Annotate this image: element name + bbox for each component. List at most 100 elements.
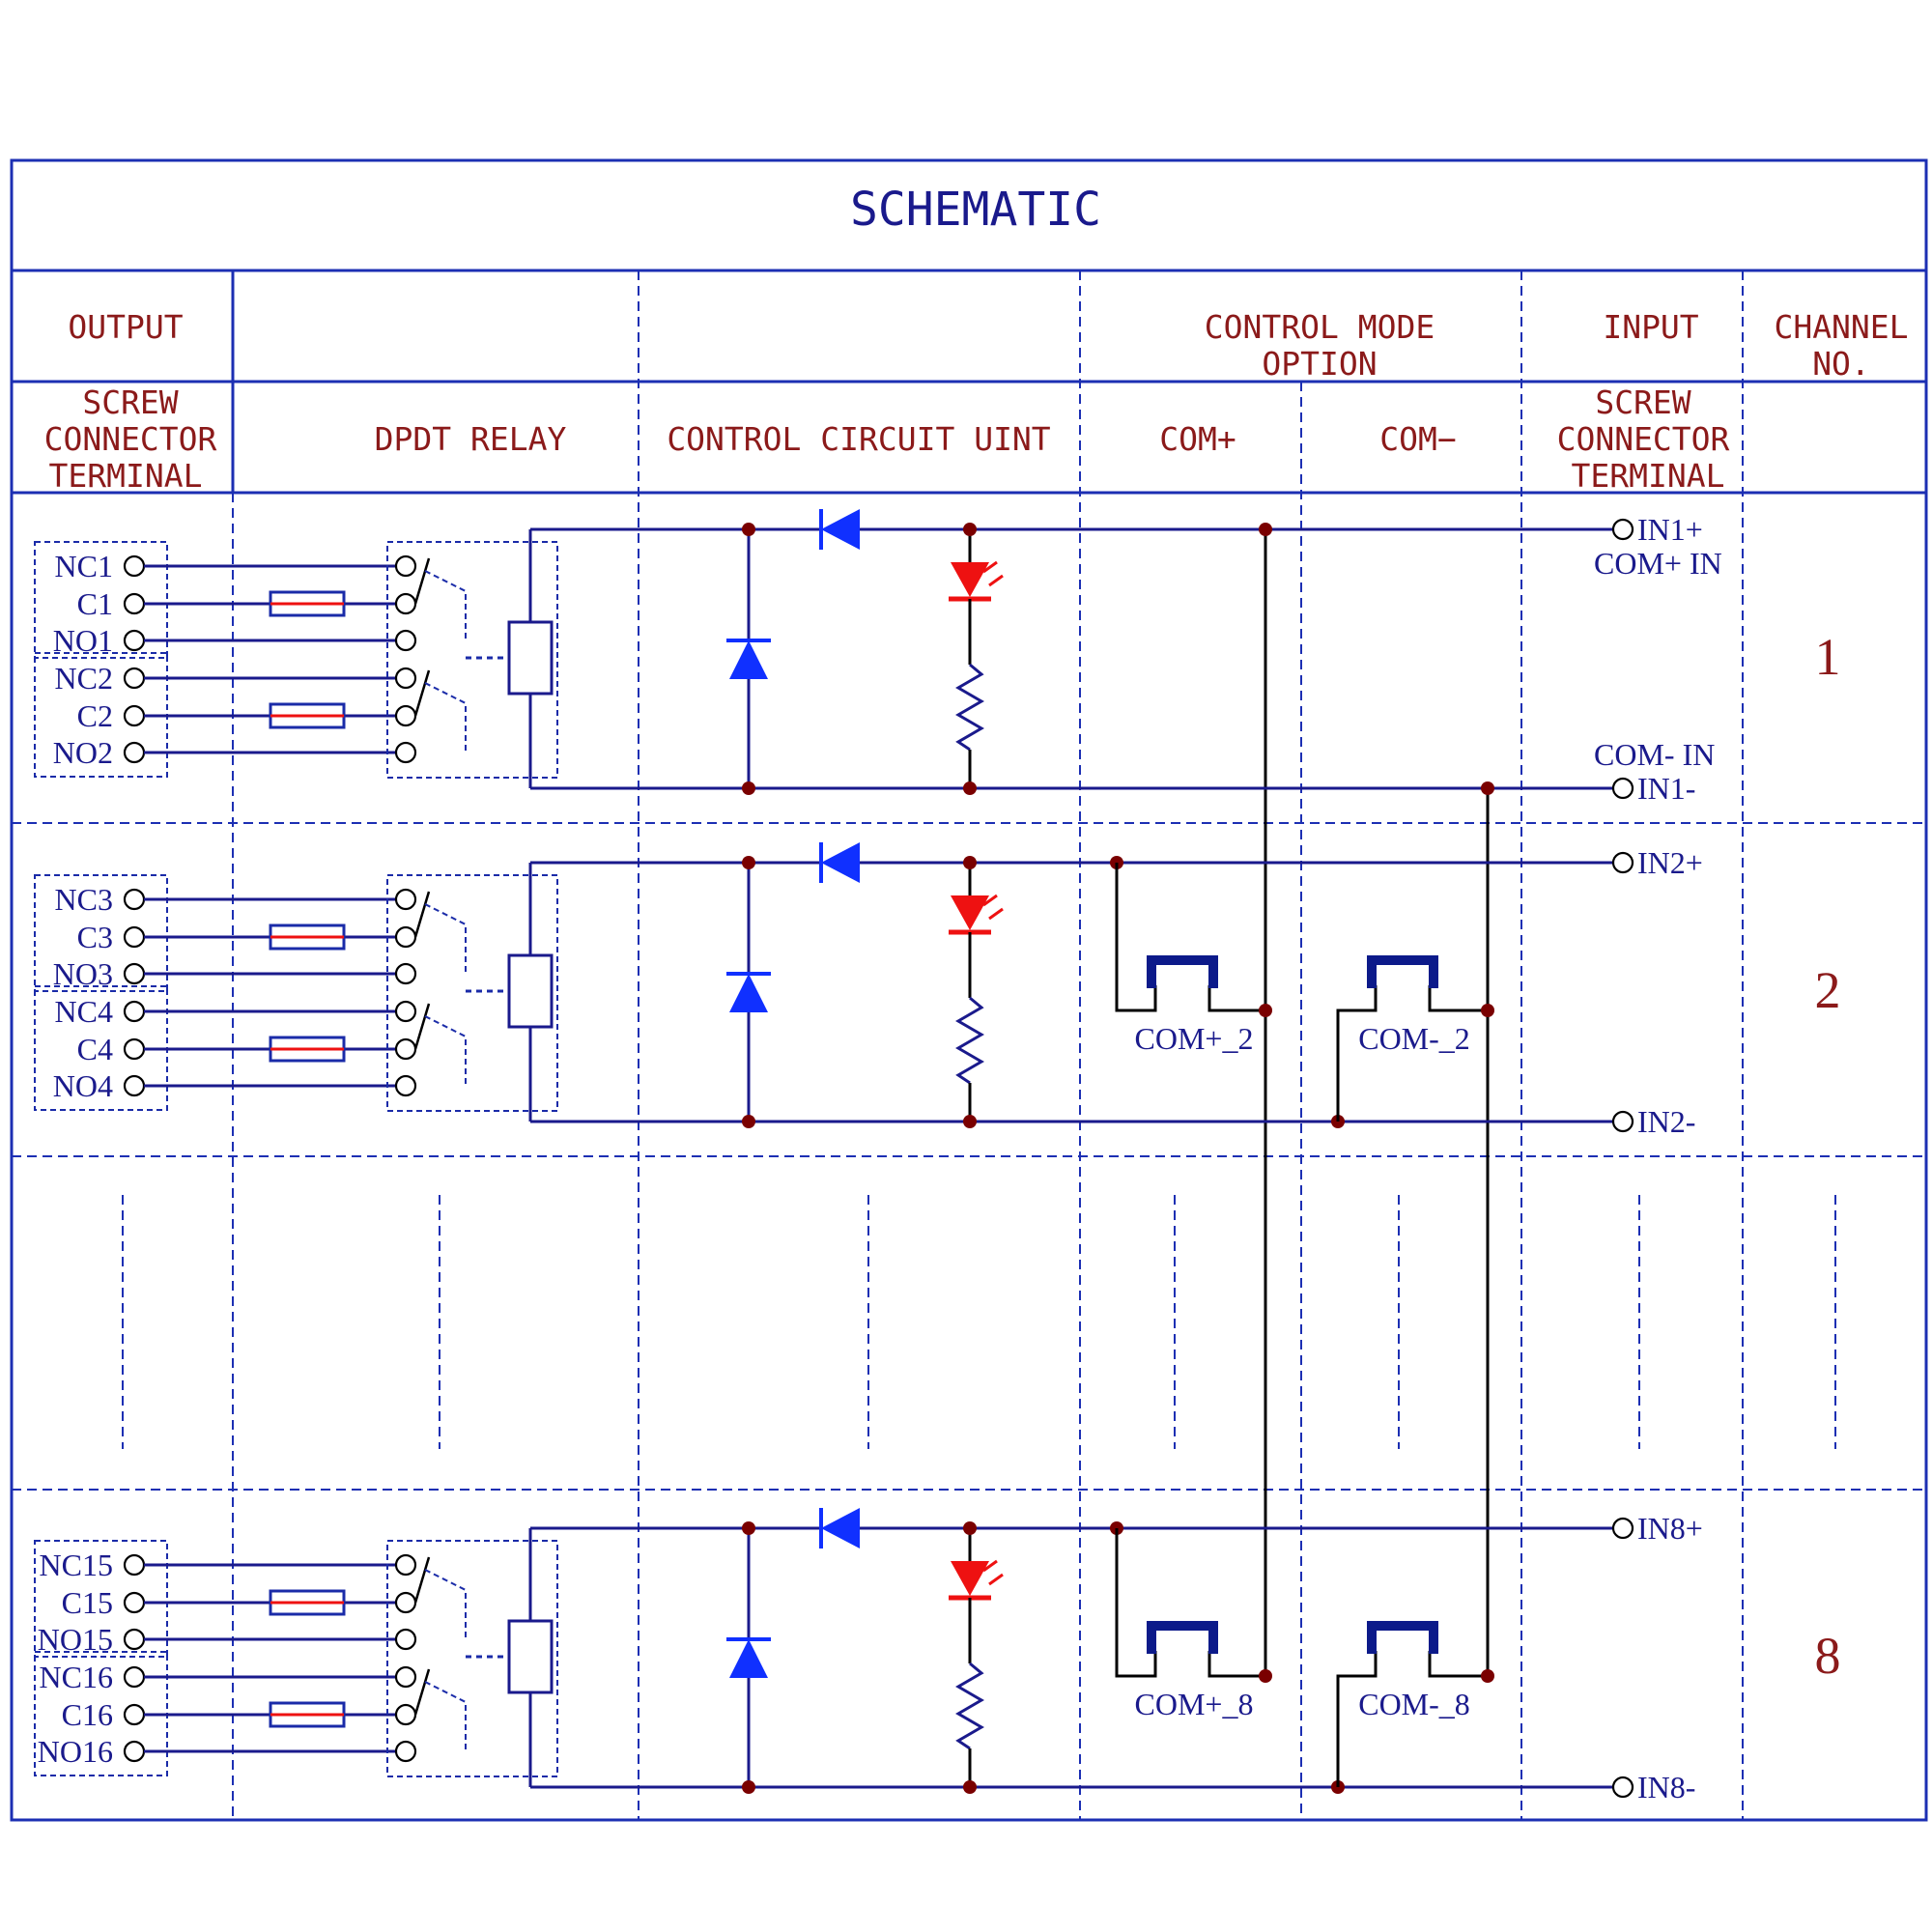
screw-terminal — [123, 962, 146, 985]
terminal-label-c1: C1 — [77, 586, 113, 621]
header-channel-2: NO. — [1812, 345, 1870, 383]
screw-terminal — [123, 667, 146, 690]
header-screw-right-1: SCREW — [1595, 384, 1690, 421]
input-terminal-minus — [1611, 1110, 1634, 1133]
input-label-plus: IN1+ — [1637, 512, 1703, 547]
relay-contact — [394, 704, 417, 727]
com-minus-jumper-wire-left — [1336, 985, 1378, 1122]
terminal-label-no2: NO2 — [53, 735, 113, 770]
header-control-mode-2: OPTION — [1262, 345, 1377, 383]
header-screw-left-1: SCREW — [82, 384, 178, 421]
input-terminal-plus — [1611, 1517, 1634, 1540]
terminal-label-no15: NO15 — [38, 1622, 113, 1657]
relay-switch-arm — [413, 557, 431, 605]
screw-terminal — [123, 1740, 146, 1763]
com-plus-jumper-wire-left — [1115, 1528, 1157, 1678]
relay-contact — [394, 962, 417, 985]
relay-contact — [394, 1740, 417, 1763]
flyback-diode-icon — [729, 640, 768, 679]
com-minus-jumper-label: COM-_8 — [1358, 1687, 1470, 1721]
channel-number: 8 — [1815, 1627, 1841, 1685]
header-channel-1: CHANNEL — [1774, 308, 1908, 346]
header-input: INPUT — [1603, 308, 1698, 346]
screw-terminal — [123, 592, 146, 615]
com-minus-jumper-label: COM-_2 — [1358, 1021, 1470, 1056]
header-com-minus: COM− — [1379, 420, 1456, 458]
terminal-label-no1: NO1 — [53, 623, 113, 658]
input-label-minus: IN1- — [1637, 771, 1695, 806]
terminal-label-c15: C15 — [62, 1585, 113, 1620]
relay-linkage — [424, 570, 467, 642]
relay-linkage — [424, 1569, 467, 1641]
com-minus-bus-junction — [1481, 781, 1494, 795]
com-plus-jumper-label: COM+_8 — [1135, 1687, 1254, 1721]
screw-terminal — [123, 704, 146, 727]
junction-dot — [742, 1115, 755, 1128]
header-relay: DPDT RELAY — [375, 420, 567, 458]
terminal-label-nc15: NC15 — [40, 1548, 113, 1582]
com-minus-jumper-wire-left — [1336, 1651, 1378, 1787]
com-plus-jumper-wire-left — [1115, 863, 1157, 1012]
screw-terminal — [123, 1591, 146, 1614]
junction-dot — [742, 781, 755, 795]
terminal-label-c16: C16 — [62, 1697, 113, 1732]
com-minus-jumper-wire-right — [1428, 985, 1488, 1012]
relay-coil — [507, 953, 554, 1029]
input-terminal-minus — [1611, 1776, 1634, 1799]
led-emission-icon — [982, 560, 1004, 587]
relay-contact — [394, 1074, 417, 1097]
terminal-label-nc16: NC16 — [40, 1660, 113, 1694]
relay-contact — [394, 554, 417, 578]
header-screw-right-2: CONNECTOR — [1557, 420, 1730, 458]
relay-contact — [394, 1553, 417, 1577]
com-minus-jumper-cap — [1367, 955, 1438, 988]
relay-contact — [394, 629, 417, 652]
screw-terminal — [123, 1665, 146, 1689]
terminal-label-c3: C3 — [77, 920, 113, 954]
input-label-plus: IN8+ — [1637, 1511, 1703, 1546]
relay-switch-arm — [413, 1003, 431, 1050]
terminal-label-no4: NO4 — [53, 1068, 113, 1103]
led-icon — [951, 895, 989, 930]
relay-contact — [394, 667, 417, 690]
terminal-label-no3: NO3 — [53, 956, 113, 991]
com-minus-bus-junction — [1481, 1004, 1494, 1017]
terminal-block-a — [34, 1540, 168, 1658]
input-label-minus: IN8- — [1637, 1770, 1695, 1804]
com-plus-jumper-label: COM+_2 — [1135, 1021, 1254, 1056]
relay-switch-arm — [413, 891, 431, 938]
terminal-label-nc4: NC4 — [55, 994, 113, 1029]
com-plus-bus-junction — [1259, 1669, 1272, 1683]
relay-contact — [394, 1591, 417, 1614]
input-terminal-plus — [1611, 851, 1634, 874]
screw-terminal — [123, 1037, 146, 1061]
relay-contact — [394, 888, 417, 911]
screw-terminal — [123, 1074, 146, 1097]
junction-dot — [963, 1521, 977, 1535]
relay-linkage — [424, 1681, 467, 1753]
resistor-icon — [955, 1662, 984, 1750]
header-control-unit: CONTROL CIRCUIT UINT — [667, 420, 1050, 458]
com-minus-in-label: COM- IN — [1594, 737, 1715, 772]
flyback-diode-icon — [729, 1639, 768, 1678]
led-emission-icon — [982, 894, 1004, 921]
com-minus-jumper-cap — [1367, 1621, 1438, 1654]
relay-contact — [394, 1703, 417, 1726]
schematic-title: SCHEMATIC — [850, 183, 1101, 237]
terminal-label-no16: NO16 — [38, 1734, 113, 1769]
relay-contact — [394, 1037, 417, 1061]
relay-contact — [394, 1628, 417, 1651]
terminal-label-nc1: NC1 — [55, 549, 113, 583]
screw-terminal — [123, 629, 146, 652]
relay-switch-arm — [413, 669, 431, 717]
com-minus-bus-junction — [1481, 1669, 1494, 1683]
relay-switch-arm — [413, 1668, 431, 1716]
com-plus-jumper-wire-right — [1208, 1651, 1265, 1678]
com-plus-jumper-cap — [1147, 955, 1218, 988]
com-plus-bus-junction — [1259, 523, 1272, 536]
omitted-channels-ellipsis — [122, 1195, 1836, 1449]
header-com-plus: COM+ — [1159, 420, 1236, 458]
relay-linkage — [424, 682, 467, 754]
